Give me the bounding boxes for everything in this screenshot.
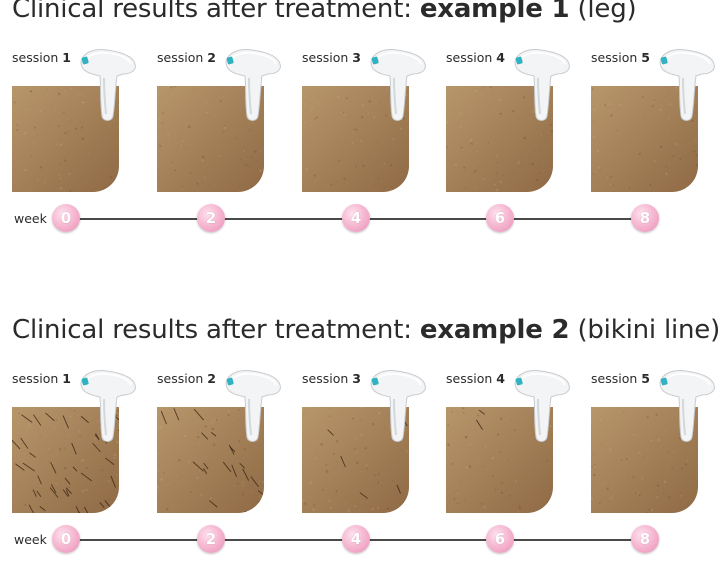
title-example-name: example 2 — [420, 315, 570, 345]
epilator-device-icon — [363, 367, 433, 445]
session-3-panel: session 3 — [302, 367, 442, 517]
session-2-panel: session 2 — [157, 367, 297, 517]
session-label: session 3 — [302, 50, 361, 65]
week-timeline: week 0 2 4 6 8 — [0, 525, 720, 555]
week-marker: 6 — [486, 204, 514, 232]
session-5-panel: session 5 — [591, 46, 720, 196]
title-area: (leg) — [569, 0, 636, 24]
week-label: week — [14, 211, 47, 226]
epilator-device-icon — [652, 46, 720, 124]
session-label: session 1 — [12, 50, 71, 65]
epilator-device-drawing — [218, 367, 288, 445]
epilator-device-icon — [363, 46, 433, 124]
session-label: session 1 — [12, 371, 71, 386]
example-2-title: Clinical results after treatment: exampl… — [12, 315, 720, 345]
epilator-device-icon — [218, 367, 288, 445]
week-marker: 8 — [631, 204, 659, 232]
title-prefix: Clinical results after treatment: — [12, 0, 420, 24]
epilator-device-drawing — [73, 367, 143, 445]
epilator-device-icon — [652, 367, 720, 445]
week-label: week — [14, 532, 47, 547]
example-2-section: Clinical results after treatment: exampl… — [0, 321, 720, 571]
week-marker: 2 — [197, 204, 225, 232]
session-label: session 2 — [157, 50, 216, 65]
session-2-panel: session 2 — [157, 46, 297, 196]
session-3-panel: session 3 — [302, 46, 442, 196]
example-1-section: Clinical results after treatment: exampl… — [0, 0, 720, 250]
session-4-panel: session 4 — [446, 46, 586, 196]
session-4-panel: session 4 — [446, 367, 586, 517]
week-marker: 8 — [631, 525, 659, 553]
session-label: session 5 — [591, 371, 650, 386]
epilator-device-drawing — [507, 46, 577, 124]
epilator-device-icon — [218, 46, 288, 124]
epilator-device-drawing — [218, 46, 288, 124]
title-prefix: Clinical results after treatment: — [12, 315, 420, 345]
epilator-device-drawing — [507, 367, 577, 445]
week-timeline: week 0 2 4 6 8 — [0, 204, 720, 234]
session-1-panel: session 1 — [12, 46, 152, 196]
session-label: session 2 — [157, 371, 216, 386]
session-label: session 5 — [591, 50, 650, 65]
epilator-device-icon — [73, 46, 143, 124]
week-marker: 0 — [52, 204, 80, 232]
epilator-device-icon — [73, 367, 143, 445]
week-marker: 0 — [52, 525, 80, 553]
session-5-panel: session 5 — [591, 367, 720, 517]
epilator-device-drawing — [73, 46, 143, 124]
session-label: session 3 — [302, 371, 361, 386]
epilator-device-icon — [507, 46, 577, 124]
session-label: session 4 — [446, 371, 505, 386]
session-label: session 4 — [446, 50, 505, 65]
epilator-device-drawing — [363, 367, 433, 445]
epilator-device-drawing — [652, 367, 720, 445]
week-marker: 6 — [486, 525, 514, 553]
session-1-panel: session 1 — [12, 367, 152, 517]
epilator-device-drawing — [652, 46, 720, 124]
title-area: (bikini line) — [569, 315, 720, 345]
title-example-name: example 1 — [420, 0, 570, 24]
epilator-device-icon — [507, 367, 577, 445]
week-marker: 4 — [342, 204, 370, 232]
week-marker: 4 — [342, 525, 370, 553]
example-1-title: Clinical results after treatment: exampl… — [12, 0, 636, 24]
epilator-device-drawing — [363, 46, 433, 124]
week-marker: 2 — [197, 525, 225, 553]
